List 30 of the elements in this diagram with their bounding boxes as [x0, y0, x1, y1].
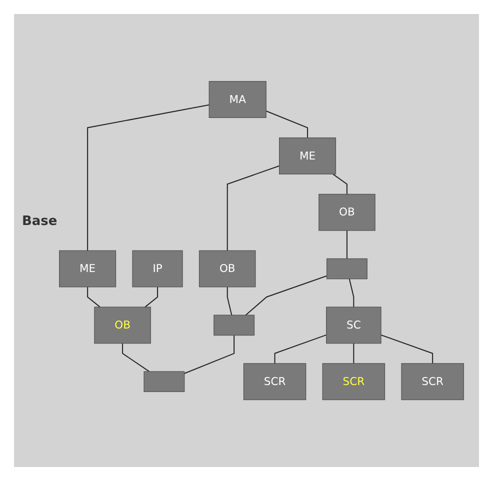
node-box: OB: [94, 306, 151, 344]
connector: [184, 335, 235, 374]
node-box: SCR: [243, 363, 306, 400]
connector: [274, 334, 327, 364]
node-box: SC: [326, 306, 382, 344]
node-box: MA: [208, 80, 266, 118]
node-box: OB: [318, 194, 376, 231]
connector: [353, 343, 354, 364]
connector: [87, 104, 210, 251]
node-box: [326, 258, 368, 280]
connector: [346, 230, 348, 259]
base-label: Base: [22, 214, 58, 229]
node-box: [144, 371, 185, 392]
connector: [122, 343, 150, 372]
connector: [245, 275, 327, 316]
connector: [380, 334, 434, 364]
connector: [332, 174, 348, 194]
node-box: SCR: [401, 363, 464, 400]
node-box: IP: [132, 250, 183, 288]
connector: [266, 110, 308, 138]
node-box: [214, 314, 255, 336]
node-box: OB: [198, 250, 256, 288]
connector: [87, 286, 100, 308]
node-box: ME: [59, 250, 116, 288]
connector: [144, 286, 158, 308]
node-box: SCR: [322, 363, 386, 400]
connector: [226, 165, 280, 251]
node-box: ME: [279, 137, 336, 174]
connector: [348, 278, 354, 307]
connector: [226, 286, 232, 316]
